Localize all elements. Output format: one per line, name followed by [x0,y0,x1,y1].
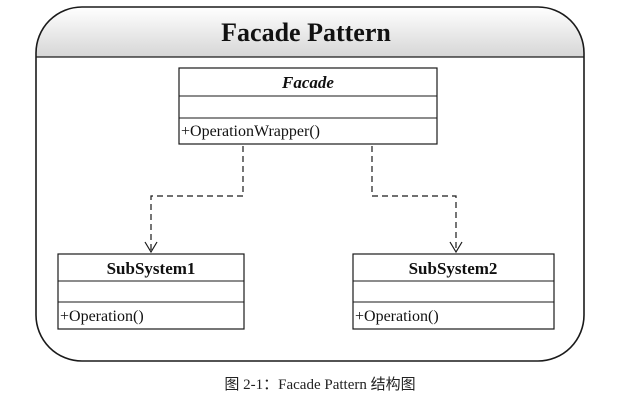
frame-border [35,6,585,362]
arrowhead-icon [144,241,158,254]
subsystem1-class: SubSystem1 +Operation() [57,253,245,330]
subsystem2-class-box [352,253,555,330]
subsystem2-operation: +Operation() [355,308,439,325]
subsystem2-class-name: SubSystem2 [409,259,498,278]
subsystem1-class-box [57,253,245,330]
diagram-title: Facade Pattern [221,18,391,47]
subsystem1-class-name: SubSystem1 [107,259,196,278]
facade-pattern-diagram: Facade Pattern Facade +OperationWrapper(… [35,6,585,362]
arrowhead-icon [449,241,463,254]
dependency-line [371,146,457,250]
facade-class-name: Facade [281,73,334,92]
frame-header [36,7,584,57]
facade-class-box [178,67,438,145]
dependency-arrow-subsystem2 [371,146,463,254]
dependency-line [150,146,244,250]
figure-caption: 图 2-1：Facade Pattern 结构图 [224,377,416,393]
facade-class: Facade +OperationWrapper() [178,67,438,145]
facade-operation: +OperationWrapper() [181,123,320,140]
dependency-arrow-subsystem1 [144,146,244,254]
subsystem2-class: SubSystem2 +Operation() [352,253,555,330]
subsystem1-operation: +Operation() [60,308,144,325]
